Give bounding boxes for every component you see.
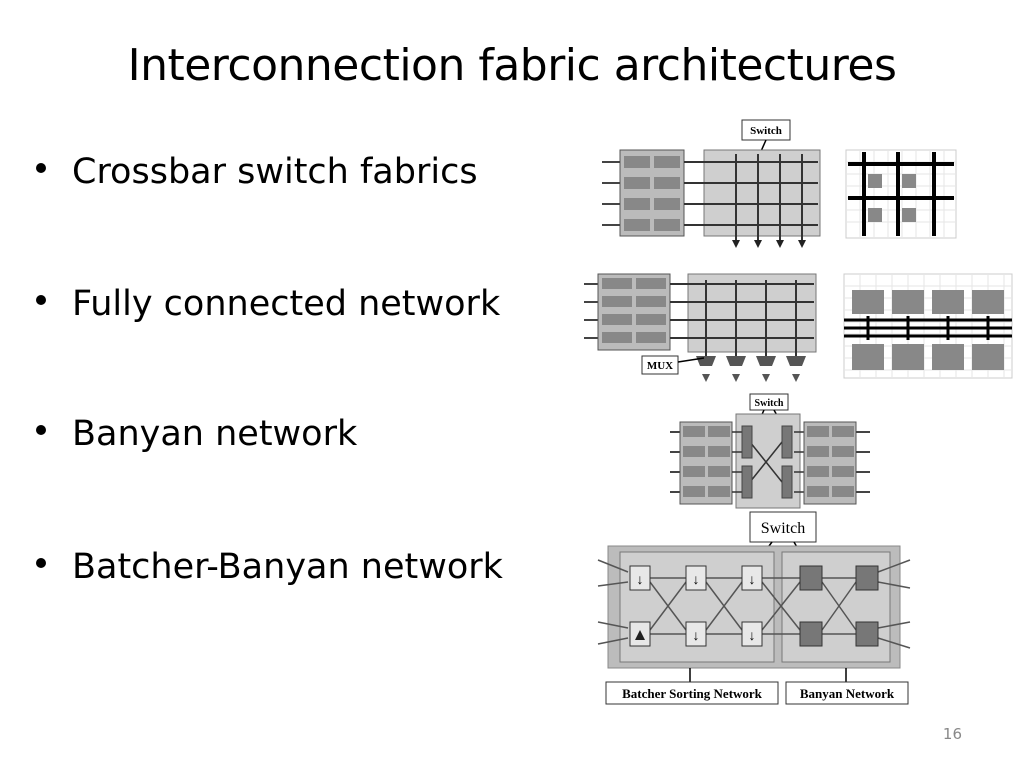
bullet-dot-icon [36,425,46,435]
switch-callout-box [749,393,789,411]
input-port-buffers [597,273,671,351]
bullet-item: Banyan network [36,414,357,454]
bullet-item: Crossbar switch fabrics [36,152,478,192]
batcher-sorting-network-label: Batcher Sorting Network [622,686,763,701]
bullet-text: Crossbar switch fabrics [72,152,478,192]
slide-title: Interconnection fabric architectures [127,40,897,91]
bullet-text: Batcher-Banyan network [72,547,503,587]
input-port-buffers [679,421,733,505]
mux-callout-label: MUX [647,360,673,372]
svg-text:↓: ↓ [693,629,700,644]
svg-text:↓: ↓ [749,573,756,588]
crossbar-chip-icon [845,149,957,239]
switch-callout-box [749,511,817,543]
page-number: 16 [942,725,962,743]
mux-callout-box [641,355,679,375]
output-port-buffers [803,421,857,505]
sorting-elements: ↓ ↓ ↓ ↓ ↓ [629,565,763,647]
banyan-network-label: Banyan Network [800,686,895,701]
banyan-switch-elements [799,565,879,647]
fully-connected-diagram: MUX [584,273,1013,382]
switch-callout-label: Switch [761,520,805,537]
bullet-text: Fully connected network [72,284,501,324]
crossbar-diagram: Switch [602,119,957,248]
bullet-dot-icon [36,558,46,568]
bullet-item: Fully connected network [36,284,500,324]
bullet-dot-icon [36,295,46,305]
fully-connected-chip-icon [843,273,1013,379]
svg-text:↓: ↓ [693,573,700,588]
switch-elements [741,425,793,499]
bullet-text: Banyan network [72,414,358,454]
svg-text:↓: ↓ [637,573,644,588]
batcher-banyan-diagram: Switch ↓ ↓ ↓ ↓ ↓ Batcher Sortin [597,511,911,705]
crossbar-fabric [703,149,821,237]
switch-callout-label: Switch [750,125,782,137]
input-port-buffers [619,149,685,237]
switch-callout-label: Switch [755,398,784,409]
bullet-dot-icon [36,163,46,173]
banyan-diagram: Switch [670,393,870,509]
bullet-item: Batcher-Banyan network [36,547,503,587]
banyan-label-box [785,681,909,705]
batcher-label-box [605,681,779,705]
svg-text:↓: ↓ [749,629,756,644]
mux-units [696,356,806,382]
